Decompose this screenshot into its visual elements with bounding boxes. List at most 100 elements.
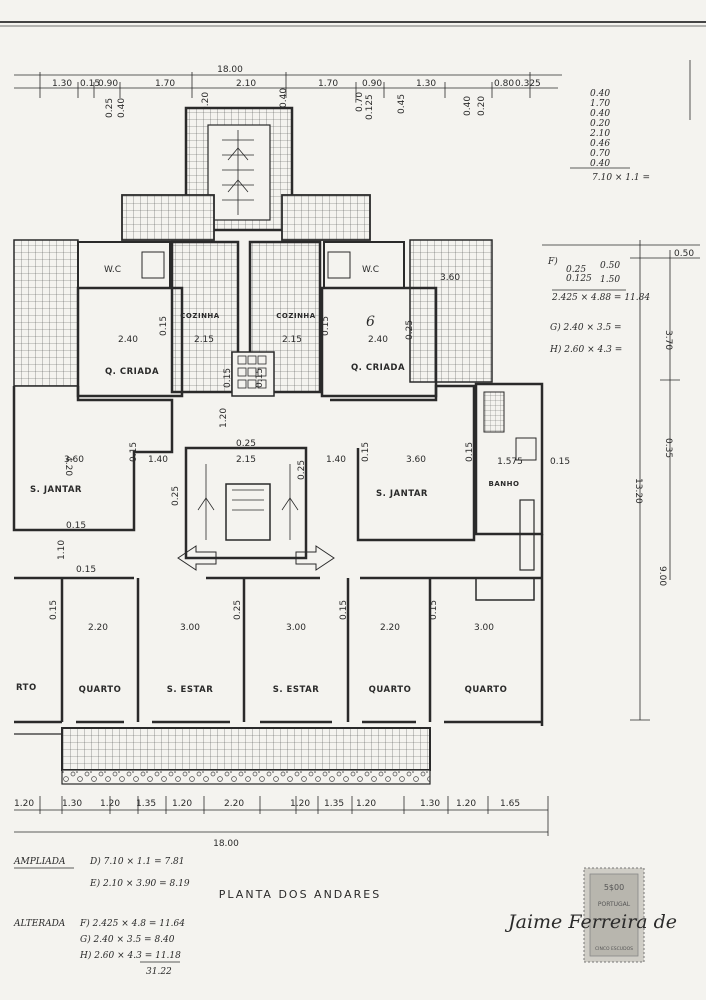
svg-text:0.40: 0.40 [590, 159, 610, 169]
bottom-dimension-chain [14, 796, 549, 836]
q-criada-right [320, 286, 438, 398]
svg-text:0.40: 0.40 [279, 88, 289, 108]
svg-text:0.70: 0.70 [355, 92, 365, 112]
svg-text:0.125: 0.125 [566, 274, 592, 284]
wc-left [77, 241, 171, 289]
label-s-jantar-left: S. JANTAR [30, 485, 82, 495]
top-dim-5: 2.10 [236, 79, 256, 89]
banho [474, 382, 544, 536]
stamp-country: PORTUGAL [598, 901, 631, 908]
signature: Jaime Ferreira de [504, 911, 677, 933]
corridor-arrow-right [295, 545, 335, 571]
svg-text:0.15: 0.15 [66, 521, 86, 531]
svg-text:0.40: 0.40 [590, 109, 610, 119]
svg-text:2.15: 2.15 [236, 455, 256, 465]
q-criada-left [76, 286, 184, 398]
top-dimension-chain [14, 72, 562, 98]
svg-text:H) 2.60 × 4.3 =: H) 2.60 × 4.3 = [549, 344, 622, 355]
top-dim-4: 1.70 [155, 79, 175, 89]
top-vertical-dims: 0.25 0.40 0.20 0.40 0.70 0.125 0.45 0.40… [105, 88, 487, 120]
label-q-criada-right: Q. CRIADA [351, 363, 405, 373]
svg-text:0.45: 0.45 [397, 94, 407, 114]
terrace-upper-right [281, 194, 371, 241]
svg-text:0.25: 0.25 [297, 460, 307, 480]
svg-text:1.30: 1.30 [420, 799, 440, 809]
svg-text:0.15: 0.15 [550, 457, 570, 467]
svg-text:F): F) [547, 256, 558, 267]
svg-text:1.50: 1.50 [600, 275, 620, 285]
top-calc-note: 0.40 1.70 0.40 0.20 2.10 0.46 0.70 0.40 … [570, 89, 650, 183]
area-notes: AMPLIADA D) 7.10 × 1.1 = 7.81 E) 2.10 × … [13, 856, 190, 977]
svg-text:D) 7.10 × 1.1 = 7.81: D) 7.10 × 1.1 = 7.81 [89, 856, 185, 867]
svg-text:1.20: 1.20 [219, 408, 229, 428]
front-balcony [61, 727, 431, 771]
svg-text:0.40: 0.40 [590, 89, 610, 99]
svg-text:1.70: 1.70 [590, 99, 610, 109]
svg-text:E) 2.10 × 3.90 = 8.19: E) 2.10 × 3.90 = 8.19 [89, 878, 190, 889]
top-dim-1: 1.30 [52, 79, 72, 89]
svg-text:3.00: 3.00 [286, 623, 306, 633]
svg-text:0.25: 0.25 [105, 98, 115, 118]
svg-text:7.10 × 1.1 =: 7.10 × 1.1 = [592, 173, 650, 183]
bottom-dims: 1.20 1.30 1.20 1.35 1.20 2.20 1.20 1.35 … [14, 799, 520, 849]
svg-text:H) 2.60 × 4.3 = 11.18: H) 2.60 × 4.3 = 11.18 [79, 950, 181, 961]
svg-text:0.25: 0.25 [566, 265, 586, 275]
svg-text:1.20: 1.20 [356, 799, 376, 809]
svg-text:1.20: 1.20 [290, 799, 310, 809]
label-wc-left: W.C [104, 265, 121, 275]
svg-text:F) 2.425 × 4.8 = 11.64: F) 2.425 × 4.8 = 11.64 [79, 918, 185, 929]
s-jantar-right [330, 384, 476, 542]
svg-text:0.70: 0.70 [590, 149, 610, 159]
svg-text:G) 2.40 × 3.5 =: G) 2.40 × 3.5 = [550, 322, 622, 333]
right-dim-upper: 3.70 [663, 330, 673, 350]
svg-text:0.15: 0.15 [255, 368, 265, 388]
label-quarto-2: QUARTO [369, 685, 412, 695]
top-dim-3: 0.90 [98, 79, 118, 89]
svg-text:0.15: 0.15 [429, 600, 439, 620]
label-quarto-3: QUARTO [465, 685, 508, 695]
top-dim-7: 0.90 [362, 79, 382, 89]
svg-text:0.125: 0.125 [365, 94, 375, 120]
sheet-border [0, 21, 706, 27]
svg-text:3.00: 3.00 [180, 623, 200, 633]
label-s-estar-2: S. ESTAR [273, 685, 320, 695]
svg-text:0.20: 0.20 [477, 96, 487, 116]
room-number-6: 6 [366, 314, 375, 330]
stamp-label: CINCO ESCUDOS [595, 946, 633, 952]
svg-text:1.10: 1.10 [57, 540, 67, 560]
central-stair [184, 446, 308, 560]
svg-text:2.40: 2.40 [368, 335, 388, 345]
svg-text:1.20: 1.20 [14, 799, 34, 809]
top-dim-10: 0.325 [515, 79, 541, 89]
stamp-value: 5$00 [604, 883, 624, 892]
planter-strip [61, 769, 431, 785]
svg-text:2.15: 2.15 [194, 335, 214, 345]
revenue-stamp: 5$00 PORTUGAL CINCO ESCUDOS [583, 867, 645, 963]
label-cozinha-right: COZINHA [276, 312, 315, 320]
terrace-upper-left [121, 194, 215, 241]
label-cozinha-left: COZINHA [180, 312, 219, 320]
svg-text:2.20: 2.20 [88, 623, 108, 633]
svg-text:0.25: 0.25 [405, 320, 415, 340]
svg-text:0.15: 0.15 [159, 316, 169, 336]
label-s-estar-1: S. ESTAR [167, 685, 214, 695]
top-dim-9: 0.80 [494, 79, 514, 89]
front-rooms [14, 534, 544, 726]
right-dim-overall: 13.20 [633, 478, 643, 504]
terrace-right [409, 239, 493, 383]
svg-text:0.46: 0.46 [590, 139, 610, 149]
svg-text:0.15: 0.15 [465, 442, 475, 462]
right-dim-middle: 0.35 [663, 438, 673, 458]
label-quarto-1: QUARTO [79, 685, 122, 695]
svg-text:1.40: 1.40 [326, 455, 346, 465]
sheet-title: PLANTA DOS ANDARES [219, 888, 381, 901]
terrace-left [13, 239, 79, 387]
svg-text:2.425 × 4.88 = 11.84: 2.425 × 4.88 = 11.84 [551, 293, 650, 303]
svg-text:1.20: 1.20 [172, 799, 192, 809]
svg-text:0.15: 0.15 [129, 442, 139, 462]
svg-text:0.15: 0.15 [76, 565, 96, 575]
svg-text:0.15: 0.15 [339, 600, 349, 620]
svg-text:G) 2.40 × 3.5 = 8.40: G) 2.40 × 3.5 = 8.40 [80, 934, 175, 945]
svg-text:1.35: 1.35 [136, 799, 156, 809]
